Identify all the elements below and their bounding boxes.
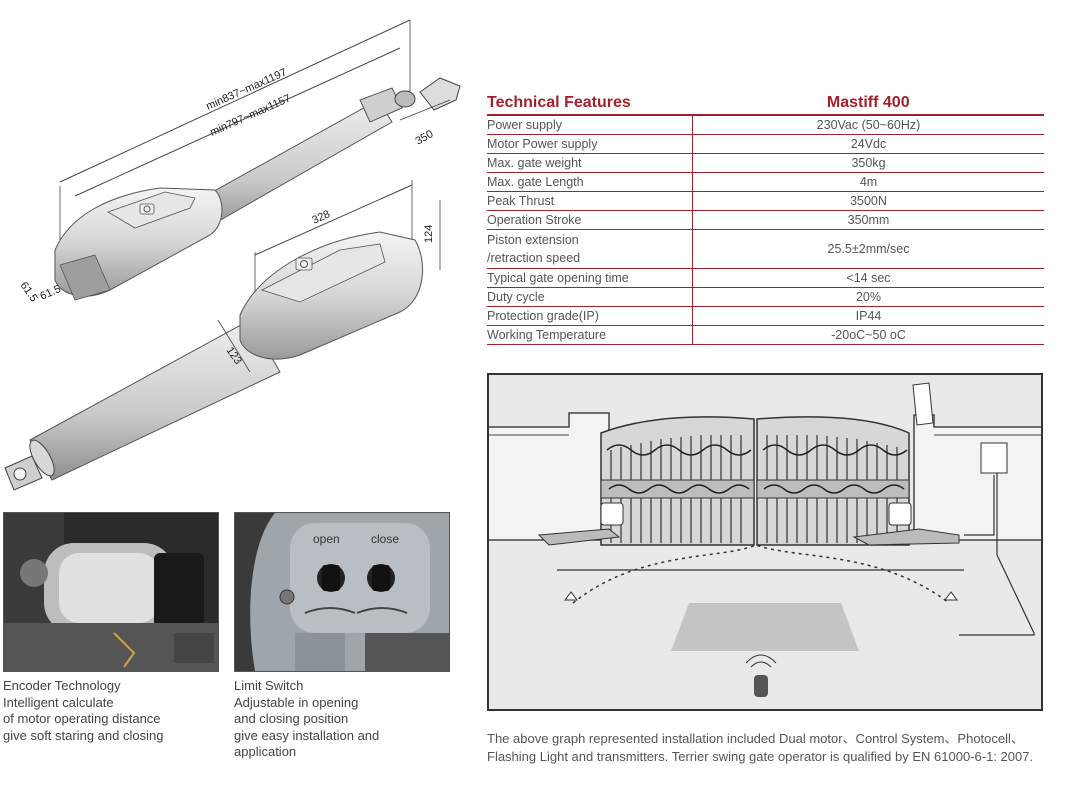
- table-row: Protection grade(IP)IP44: [487, 306, 1044, 326]
- spec-label: Power supply: [487, 115, 693, 135]
- gate-left: [600, 416, 755, 546]
- encoder-photo: [3, 512, 219, 672]
- photocell-left-icon: [600, 502, 624, 526]
- transmitter-icon: [745, 654, 777, 697]
- gate-right: [756, 416, 910, 546]
- encoder-caption: Encoder Technology Intelligent calculate…: [3, 678, 163, 744]
- table-title: Technical Features: [487, 94, 693, 116]
- spec-label: Working Temperature: [487, 325, 693, 345]
- spec-label: Piston extension /retraction speed: [487, 229, 693, 269]
- caption-line: Limit Switch: [234, 678, 304, 693]
- spec-label-line2: /retraction speed: [487, 251, 581, 265]
- note-line: The above graph represented installation…: [487, 731, 1024, 746]
- spec-label: Operation Stroke: [487, 210, 693, 230]
- spec-label: Typical gate opening time: [487, 268, 693, 288]
- table-row: Typical gate opening time<14 sec: [487, 268, 1044, 288]
- dim-61-5-a: 61.5: [18, 280, 40, 304]
- label-open: open: [313, 532, 340, 546]
- label-close: close: [371, 532, 399, 546]
- spec-value: <14 sec: [692, 268, 1044, 288]
- caption-line: give soft staring and closing: [3, 727, 164, 743]
- table-model: Mastiff 400: [692, 94, 1044, 116]
- motor-left-icon: [537, 528, 621, 546]
- note-line: Flashing Light and transmitters. Terrier…: [487, 748, 1034, 764]
- spec-label: Motor Power supply: [487, 134, 693, 154]
- dim-350: 350: [414, 128, 436, 148]
- actuator-technical-drawing: min837~max1197 min797~max1157 350 61.5 6…: [4, 19, 461, 491]
- spec-value: IP44: [692, 306, 1044, 326]
- spec-value: 350kg: [692, 153, 1044, 173]
- table-row: Piston extension /retraction speed 25.5±…: [487, 229, 1044, 269]
- spec-label-line1: Piston extension: [487, 233, 579, 247]
- spec-label: Protection grade(IP): [487, 306, 693, 326]
- spec-value: 25.5±2mm/sec: [692, 229, 1044, 269]
- motor-right-icon: [852, 528, 960, 546]
- spec-label: Max. gate Length: [487, 172, 693, 192]
- photocell-right-icon: [888, 502, 912, 526]
- spec-value: 4m: [692, 172, 1044, 192]
- table-row: Working Temperature-20oC~50 oC: [487, 325, 1044, 345]
- caption-line: of motor operating distance: [3, 711, 161, 726]
- flashing-light-icon: [912, 382, 934, 426]
- installation-note: The above graph represented installation…: [487, 730, 1057, 765]
- caption-line: and closing position: [234, 711, 349, 726]
- spec-label: Duty cycle: [487, 287, 693, 307]
- spec-label: Max. gate weight: [487, 153, 693, 173]
- limit-switch-photo: open close: [234, 512, 450, 672]
- spec-value: -20oC~50 oC: [692, 325, 1044, 345]
- dim-328: 328: [310, 208, 332, 226]
- caption-line: Intelligent calculate: [3, 694, 114, 710]
- spec-label: Peak Thrust: [487, 191, 693, 211]
- spec-value: 3500N: [692, 191, 1044, 211]
- installation-diagram: [487, 373, 1043, 711]
- lower-actuator: 328 124 123: [4, 180, 441, 491]
- dim-124: 124: [423, 225, 435, 243]
- caption-line: application: [234, 744, 297, 759]
- dim-61-5-b: 61.5: [38, 283, 62, 303]
- vehicle-area: [671, 603, 859, 651]
- limit-switch-caption: Limit Switch Adjustable in opening and c…: [234, 678, 379, 761]
- spec-value: 350mm: [692, 210, 1044, 230]
- spec-value: 230Vac (50~60Hz): [692, 115, 1044, 135]
- caption-line: give easy installation and: [234, 727, 380, 743]
- caption-line: Adjustable in opening: [234, 694, 359, 710]
- spec-value: 20%: [692, 287, 1044, 307]
- spec-value: 24Vdc: [692, 134, 1044, 154]
- control-box-icon: [980, 442, 1008, 474]
- technical-features-table: Technical Features Mastiff 400 Power sup…: [487, 94, 1044, 345]
- caption-line: Encoder Technology: [3, 678, 121, 693]
